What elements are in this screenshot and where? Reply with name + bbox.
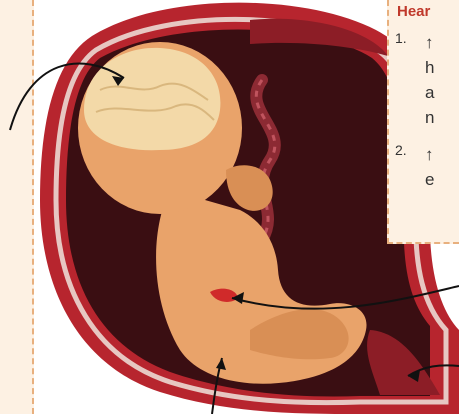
- list-item: 2. ↑ e: [389, 142, 459, 202]
- info-box: Hear 1. ↑ h a n 2. ↑ e: [387, 0, 459, 244]
- info-title: Hear: [397, 3, 430, 20]
- list-item-text: ↑ h a n: [425, 30, 434, 130]
- list-item-number: 2.: [395, 142, 407, 158]
- list-item-text: ↑ e: [425, 142, 434, 192]
- info-list: 1. ↑ h a n 2. ↑ e: [389, 30, 459, 202]
- list-item-number: 1.: [395, 30, 407, 46]
- list-item: 1. ↑ h a n: [389, 30, 459, 142]
